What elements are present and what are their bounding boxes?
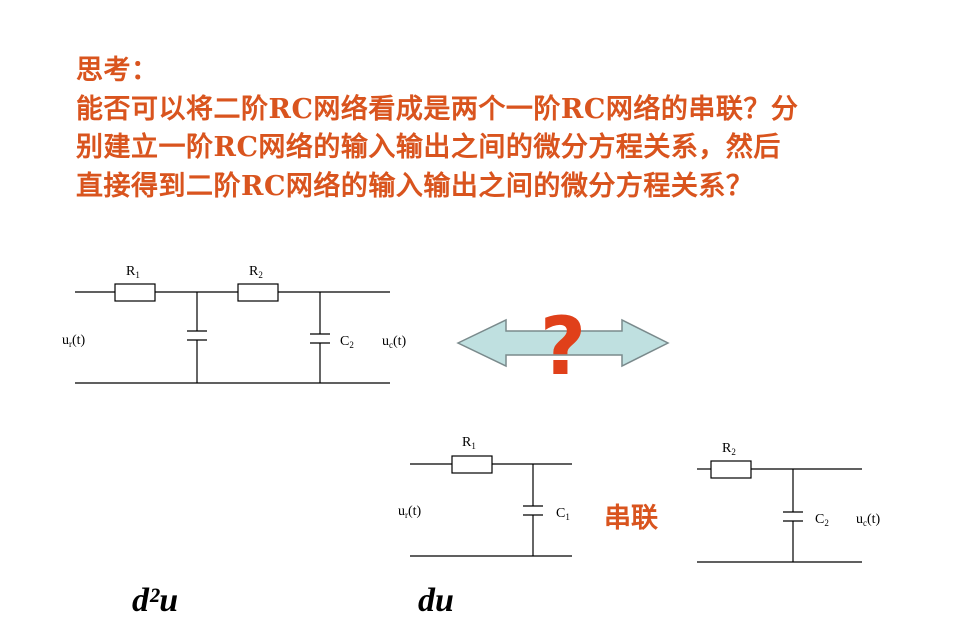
question-mark: ? xyxy=(540,300,586,393)
label-stage1-c: C1 xyxy=(556,506,570,522)
formula-first-derivative: du xyxy=(418,582,454,619)
label-stage2-c: C2 xyxy=(815,512,829,528)
series-connection-label: 串联 xyxy=(604,503,658,534)
label-input: ur(t) xyxy=(62,333,86,349)
stage1-circuit xyxy=(410,455,572,557)
main-circuit xyxy=(75,283,390,384)
question-text: 思考： 能否可以将二阶RC网络看成是两个一阶RC网络的串联？分 别建立一阶RC网… xyxy=(76,52,936,206)
label-stage2-output: uc(t) xyxy=(856,512,881,528)
double-arrow-icon xyxy=(456,318,670,368)
question-title: 思考： xyxy=(76,55,159,86)
label-stage1-r: R1 xyxy=(462,435,476,451)
resistor-stage2 xyxy=(710,460,752,479)
question-line-2: 别建立一阶RC网络的输入输出之间的微分方程关系，然后 xyxy=(76,132,781,163)
label-stage2-r: R2 xyxy=(722,441,736,457)
label-r1: R1 xyxy=(126,264,140,280)
question-line-3: 直接得到二阶RC网络的输入输出之间的微分方程关系？ xyxy=(76,170,754,202)
resistor-r1 xyxy=(114,283,156,302)
label-r2: R2 xyxy=(249,264,263,280)
question-line-1: 能否可以将二阶RC网络看成是两个一阶RC网络的串联？分 xyxy=(76,93,799,125)
stage2-circuit xyxy=(697,460,862,563)
label-output: uc(t) xyxy=(382,334,407,350)
label-stage1-input: ur(t) xyxy=(398,504,422,520)
formula-second-derivative: d²u xyxy=(132,582,179,619)
resistor-stage1 xyxy=(451,455,493,474)
label-c2: C2 xyxy=(340,334,354,350)
resistor-r2 xyxy=(237,283,279,302)
